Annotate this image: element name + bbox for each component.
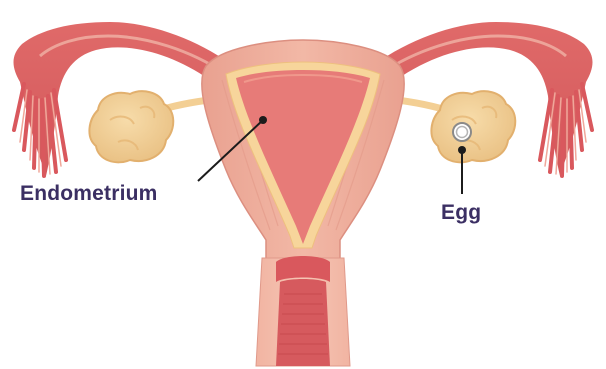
egg-label: Egg xyxy=(441,202,481,223)
vaginal-canal xyxy=(276,279,330,366)
endometrium-label: Endometrium xyxy=(20,183,158,204)
uterus xyxy=(202,40,404,262)
left-ovary xyxy=(89,91,173,162)
egg-icon xyxy=(453,123,471,141)
cervix-vagina xyxy=(256,256,350,366)
right-ovary xyxy=(431,91,515,162)
